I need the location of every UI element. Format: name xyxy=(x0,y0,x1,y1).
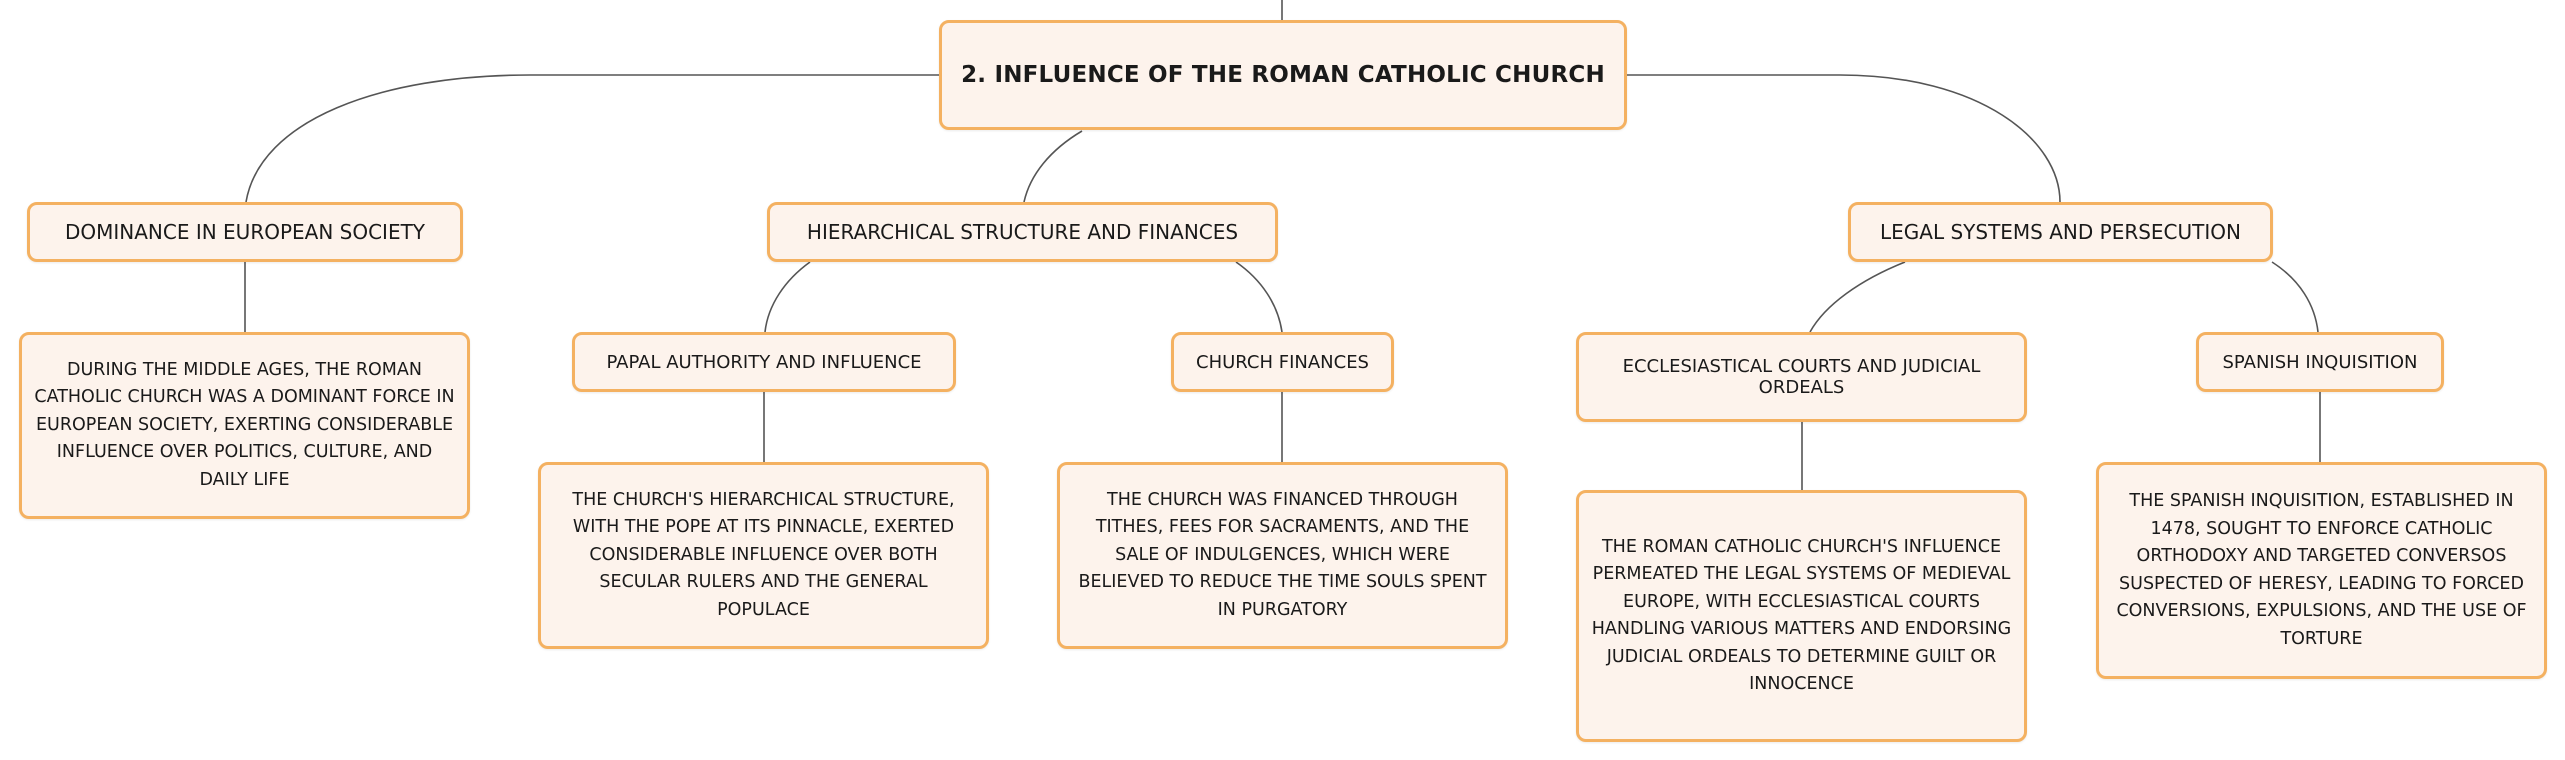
topic-legal[interactable]: LEGAL SYSTEMS AND PERSECUTION xyxy=(1848,202,2273,262)
subtopic-papal-authority-label: PAPAL AUTHORITY AND INFLUENCE xyxy=(606,351,922,373)
connector-legal-courts xyxy=(1809,261,1906,333)
connector-hierarchy-papal xyxy=(764,261,811,333)
subtopic-ecclesiastical-courts-description[interactable]: THE ROMAN CATHOLIC CHURCH'S INFLUENCE PE… xyxy=(1576,490,2027,742)
subtopic-church-finances[interactable]: CHURCH FINANCES xyxy=(1171,332,1394,392)
topic-legal-label: LEGAL SYSTEMS AND PERSECUTION xyxy=(1880,220,2241,244)
root-topic[interactable]: 2. INFLUENCE OF THE ROMAN CATHOLIC CHURC… xyxy=(939,20,1627,130)
subtopic-spanish-inquisition[interactable]: SPANISH INQUISITION xyxy=(2196,332,2444,392)
connector-legal-inquisition xyxy=(2271,261,2319,333)
subtopic-ecclesiastical-courts-label: ECCLESIASTICAL COURTS AND JUDICIAL ORDEA… xyxy=(1622,356,1981,398)
subtopic-papal-authority-description-text: THE CHURCH'S HIERARCHICAL STRUCTURE, WIT… xyxy=(572,489,955,620)
subtopic-church-finances-description[interactable]: THE CHURCH WAS FINANCED THROUGH TITHES, … xyxy=(1057,462,1508,649)
root-topic-label: 2. INFLUENCE OF THE ROMAN CATHOLIC CHURC… xyxy=(961,62,1605,88)
connector-hierarchy-finances xyxy=(1235,261,1283,333)
subtopic-ecclesiastical-courts-description-text: THE ROMAN CATHOLIC CHURCH'S INFLUENCE PE… xyxy=(1591,536,2012,695)
topic-hierarchy[interactable]: HIERARCHICAL STRUCTURE AND FINANCES xyxy=(767,202,1278,262)
topic-hierarchy-label: HIERARCHICAL STRUCTURE AND FINANCES xyxy=(806,220,1239,244)
topic-dominance-description[interactable]: DURING THE MIDDLE AGES, THE ROMAN CATHOL… xyxy=(19,332,470,519)
topic-dominance-label: DOMINANCE IN EUROPEAN SOCIETY xyxy=(64,220,426,244)
subtopic-papal-authority[interactable]: PAPAL AUTHORITY AND INFLUENCE xyxy=(572,332,956,392)
subtopic-ecclesiastical-courts[interactable]: ECCLESIASTICAL COURTS AND JUDICIAL ORDEA… xyxy=(1576,332,2027,422)
connector-root-legal xyxy=(1626,74,2061,203)
connector-root-hierarchy xyxy=(1023,130,1083,203)
subtopic-papal-authority-description[interactable]: THE CHURCH'S HIERARCHICAL STRUCTURE, WIT… xyxy=(538,462,989,649)
subtopic-church-finances-description-text: THE CHURCH WAS FINANCED THROUGH TITHES, … xyxy=(1078,489,1487,620)
subtopic-spanish-inquisition-label: SPANISH INQUISITION xyxy=(2222,351,2418,373)
connector-root-dominance xyxy=(245,74,940,203)
subtopic-spanish-inquisition-description-text: THE SPANISH INQUISITION, ESTABLISHED IN … xyxy=(2116,491,2527,649)
topic-dominance-description-text: DURING THE MIDDLE AGES, THE ROMAN CATHOL… xyxy=(34,359,455,490)
subtopic-church-finances-label: CHURCH FINANCES xyxy=(1196,351,1369,373)
topic-dominance[interactable]: DOMINANCE IN EUROPEAN SOCIETY xyxy=(27,202,463,262)
subtopic-spanish-inquisition-description[interactable]: THE SPANISH INQUISITION, ESTABLISHED IN … xyxy=(2096,462,2547,679)
